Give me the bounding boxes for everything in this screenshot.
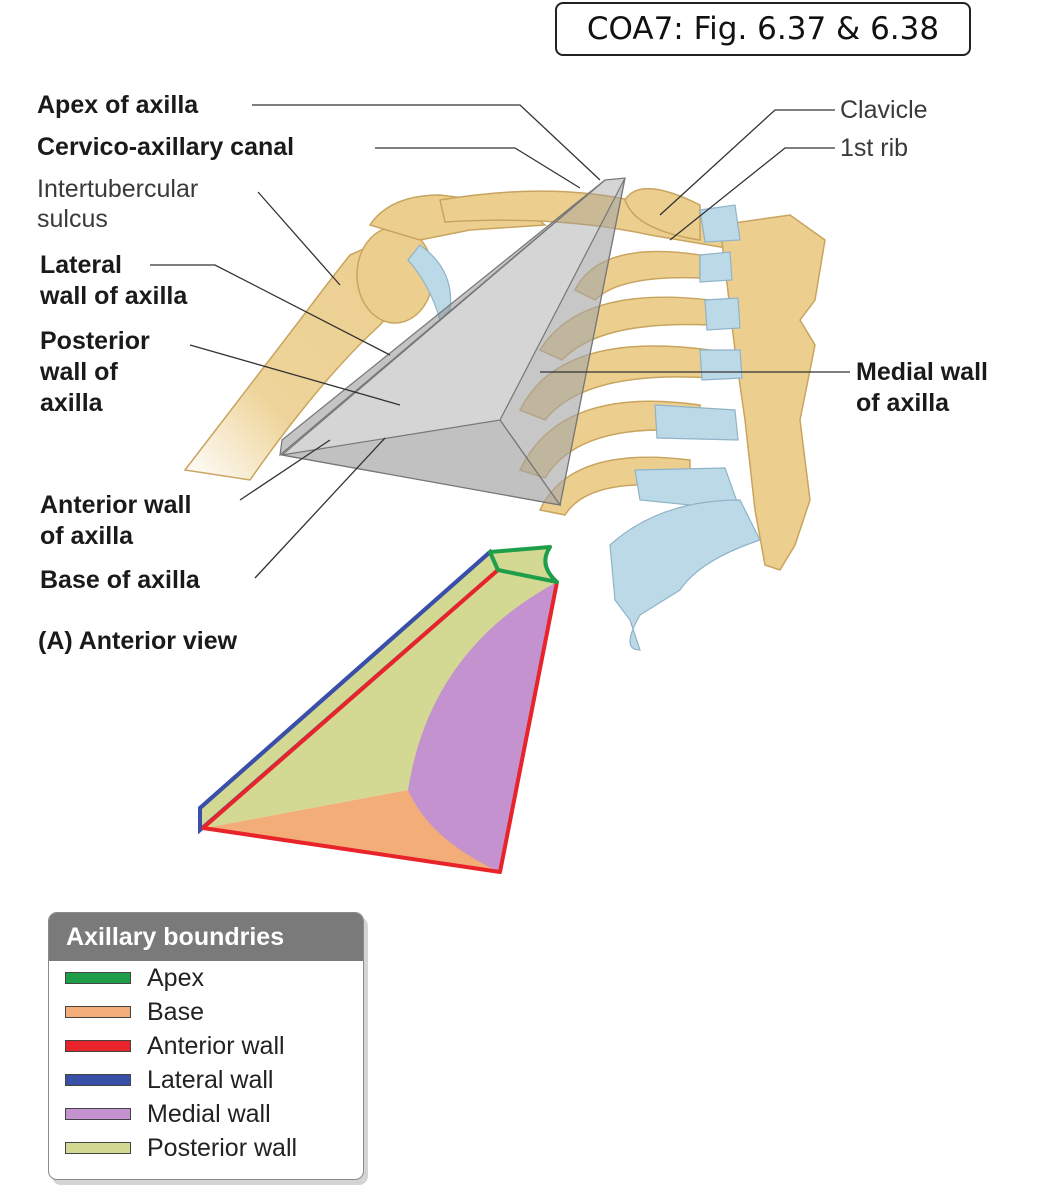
legend-swatch: [65, 1142, 131, 1154]
medial-wall-shape: [408, 582, 557, 872]
legend-item: Apex: [65, 961, 363, 995]
sternum: [719, 214, 826, 571]
legend-swatch: [65, 972, 131, 984]
legend-label: Apex: [147, 964, 204, 992]
axilla-pyramid-overlay: [279, 177, 626, 507]
label-first-rib: 1st rib: [840, 134, 909, 162]
label-intertubercular-line1: Intertubercular: [37, 175, 199, 203]
anterior-wall-edge: [201, 568, 559, 874]
label-anterior-wall-line1: Anterior wall: [40, 491, 192, 519]
legend: Axillary boundries Apex Base Anterior wa…: [48, 912, 364, 1180]
label-posterior-wall-line2: wall of: [40, 358, 118, 386]
legend-item: Base: [65, 995, 363, 1029]
label-anterior-wall-line2: of axilla: [40, 522, 134, 550]
legend-swatch: [65, 1040, 131, 1052]
label-intertubercular-line2: sulcus: [37, 205, 108, 233]
legend-item: Posterior wall: [65, 1131, 363, 1165]
legend-swatch: [65, 1006, 131, 1018]
label-cervico-axillary-canal: Cervico-axillary canal: [37, 133, 295, 161]
label-anterior-view: (A) Anterior view: [38, 627, 238, 655]
label-clavicle: Clavicle: [840, 96, 928, 124]
leader-lines: [150, 104, 850, 579]
label-posterior-wall-line3: axilla: [40, 389, 103, 417]
legend-label: Anterior wall: [147, 1032, 285, 1060]
lateral-wall-edge: [198, 550, 492, 828]
legend-label: Base: [147, 998, 204, 1026]
legend-label: Medial wall: [147, 1100, 271, 1128]
apex-shape: [488, 545, 559, 584]
label-posterior-wall-line1: Posterior: [40, 327, 150, 355]
label-medial-wall-line1: Medial wall: [856, 358, 988, 386]
costal-cartilages: [609, 204, 761, 651]
legend-item: Anterior wall: [65, 1029, 363, 1063]
legend-item: Lateral wall: [65, 1063, 363, 1097]
legend-title: Axillary boundries: [49, 913, 363, 961]
boundary-schematic: [198, 545, 559, 874]
posterior-wall-face: [205, 570, 557, 828]
legend-item: Medial wall: [65, 1097, 363, 1131]
skeleton: [183, 188, 826, 651]
legend-swatch: [65, 1108, 131, 1120]
legend-swatch: [65, 1074, 131, 1086]
legend-label: Lateral wall: [147, 1066, 274, 1094]
label-lateral-wall-line2: wall of axilla: [40, 282, 188, 310]
label-lateral-wall-line1: Lateral: [40, 251, 122, 279]
figure-reference: COA7: Fig. 6.37 & 6.38: [555, 2, 971, 56]
label-medial-wall-line2: of axilla: [856, 389, 950, 417]
humerus: [183, 233, 411, 481]
legend-label: Posterior wall: [147, 1134, 298, 1162]
label-base-of-axilla: Base of axilla: [40, 566, 200, 594]
label-apex-of-axilla: Apex of axilla: [37, 91, 199, 119]
